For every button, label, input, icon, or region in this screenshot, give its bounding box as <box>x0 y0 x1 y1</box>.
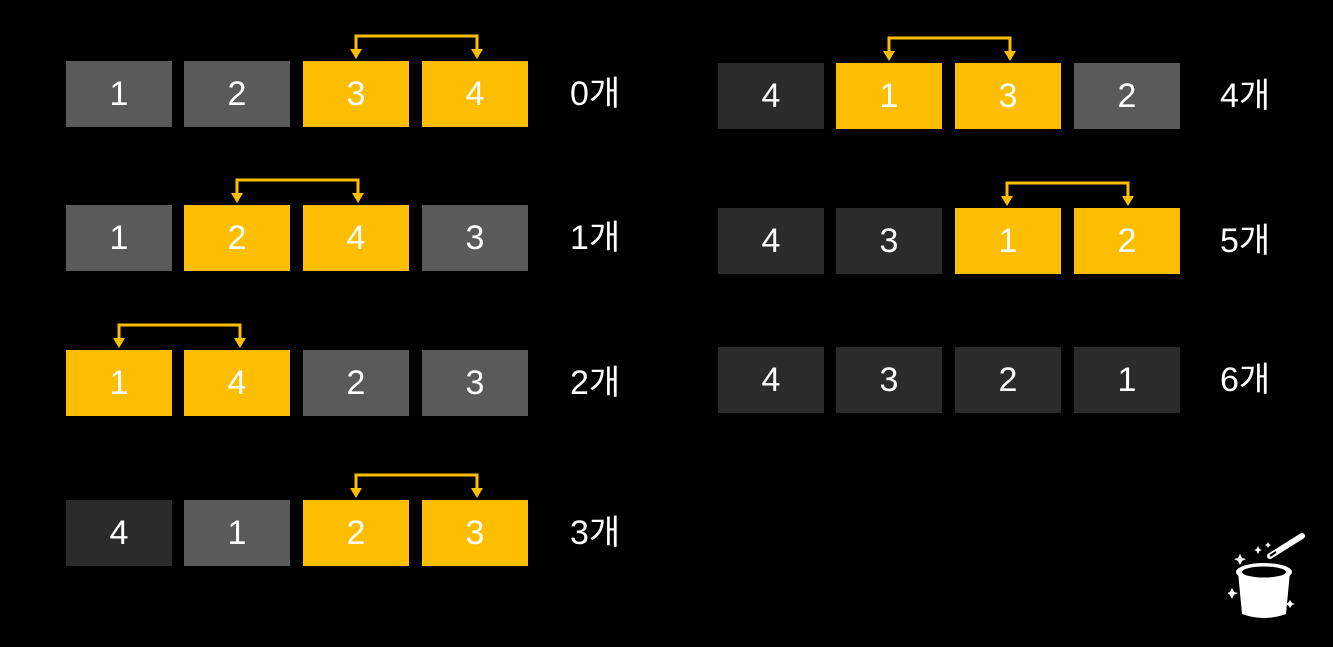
box-1: 1 <box>66 61 172 127</box>
row-label: 6개 <box>1220 361 1271 399</box>
swap-arrow-icon <box>1001 181 1134 206</box>
row-label: 5개 <box>1220 222 1271 260</box>
box-3: 2 <box>303 350 409 416</box>
box-1: 4 <box>718 347 824 413</box>
row-label: 4개 <box>1220 77 1271 115</box>
box-4: 4 <box>422 61 528 127</box>
box-2: 3 <box>836 347 942 413</box>
box-2: 2 <box>184 61 290 127</box>
box-4: 3 <box>422 205 528 271</box>
row-label: 2개 <box>570 364 621 402</box>
box-3: 3 <box>303 61 409 127</box>
swap-arrow-icon <box>231 178 364 203</box>
row-label: 3개 <box>570 514 621 552</box>
box-4: 2 <box>1074 208 1180 274</box>
box-3: 1 <box>955 208 1061 274</box>
box-1: 1 <box>66 205 172 271</box>
box-2: 3 <box>836 208 942 274</box>
box-4: 1 <box>1074 347 1180 413</box>
box-2: 4 <box>184 350 290 416</box>
swap-arrow-icon <box>113 323 246 348</box>
box-4: 3 <box>422 350 528 416</box>
box-1: 4 <box>718 208 824 274</box>
box-1: 4 <box>718 63 824 129</box>
box-2: 1 <box>836 63 942 129</box>
box-1: 1 <box>66 350 172 416</box>
magic-hat-icon <box>1228 533 1305 618</box>
box-3: 2 <box>955 347 1061 413</box>
box-4: 2 <box>1074 63 1180 129</box>
row-label: 0개 <box>570 75 621 113</box>
box-4: 3 <box>422 500 528 566</box>
box-1: 4 <box>66 500 172 566</box>
box-3: 4 <box>303 205 409 271</box>
swap-arrow-icon <box>350 34 483 59</box>
box-3: 2 <box>303 500 409 566</box>
box-2: 1 <box>184 500 290 566</box>
swap-arrow-icon <box>883 36 1016 61</box>
row-label: 1개 <box>570 219 621 257</box>
box-2: 2 <box>184 205 290 271</box>
swap-arrow-icon <box>350 473 483 498</box>
box-3: 3 <box>955 63 1061 129</box>
